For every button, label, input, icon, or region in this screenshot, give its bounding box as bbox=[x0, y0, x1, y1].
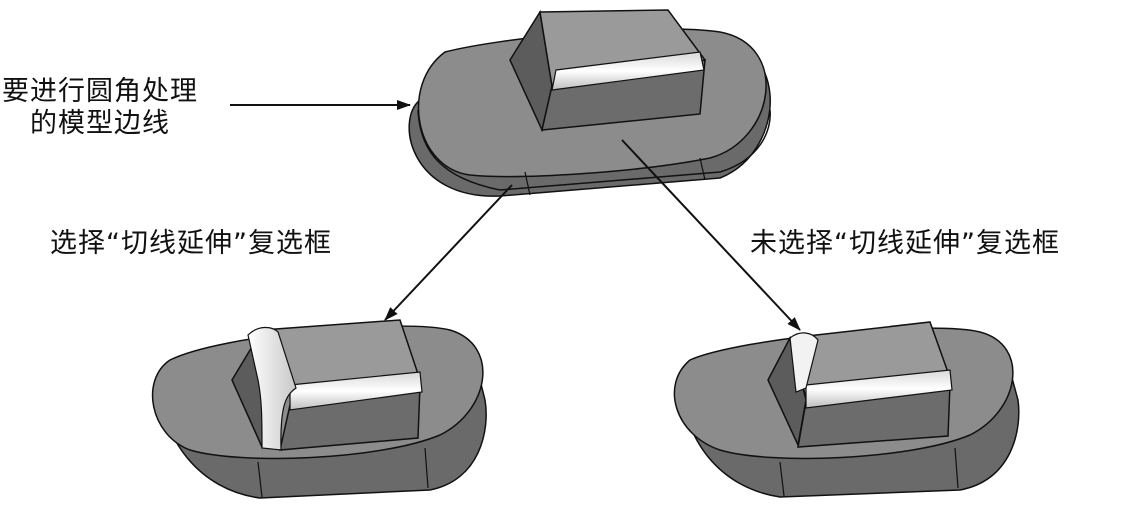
edge-label: 要进行圆角处理 的模型边线 bbox=[2, 76, 198, 141]
tangent-unselected-label: 未选择“切线延伸”复选框 bbox=[750, 228, 1060, 259]
edge-label-line2: 的模型边线 bbox=[30, 108, 170, 140]
selected-fillet-side bbox=[247, 326, 297, 451]
original-model bbox=[408, 9, 771, 197]
model-tangent-unselected bbox=[673, 321, 1020, 498]
model-tangent-selected bbox=[151, 319, 487, 499]
arrow-to-unselected bbox=[621, 139, 801, 331]
unselected-fillet-front bbox=[805, 369, 953, 409]
arrow-to-selected bbox=[384, 184, 513, 321]
edge-label-line1: 要进行圆角处理 bbox=[2, 76, 198, 107]
original-highlight-edge bbox=[551, 51, 705, 91]
unselected-fillet-cap bbox=[789, 332, 819, 393]
selected-fillet-front bbox=[289, 371, 423, 411]
tangent-selected-label: 选择“切线延伸”复选框 bbox=[50, 228, 332, 259]
original-base-lower-rim bbox=[417, 109, 771, 191]
